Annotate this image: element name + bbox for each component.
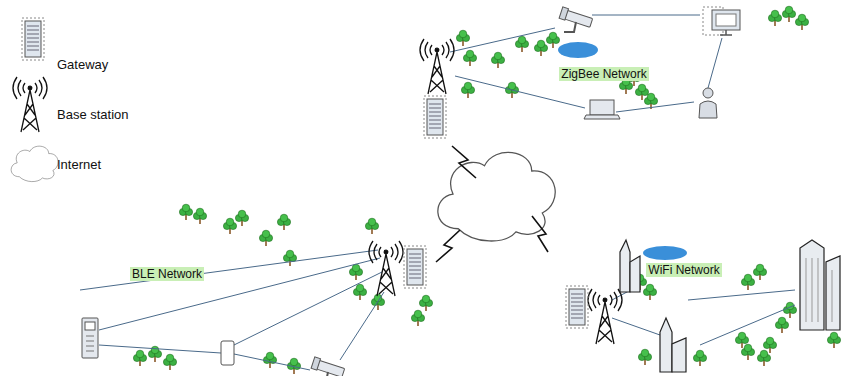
tree-icon <box>768 10 781 26</box>
tree-icon <box>757 350 770 366</box>
legend-item: Gateway <box>55 55 110 73</box>
tree-icon <box>193 208 206 224</box>
tree-icon <box>463 50 476 66</box>
tree-icon <box>827 332 840 348</box>
tree-icon <box>235 210 248 226</box>
region-ellipse <box>75 205 447 373</box>
legend-item: Internet <box>55 155 103 173</box>
tree-icon <box>223 218 236 234</box>
tree-icon <box>782 6 795 22</box>
tree-icon <box>741 344 754 360</box>
tree-icon <box>775 317 788 333</box>
network-label: WiFi Network <box>646 263 721 277</box>
tree-icon <box>753 264 766 280</box>
tree-icon <box>643 284 656 300</box>
tree-icon <box>179 204 192 220</box>
legend-label: Base station <box>55 108 131 122</box>
tree-icon <box>546 32 559 48</box>
tree-icon <box>411 310 424 326</box>
legend-item: Base station <box>55 105 131 123</box>
base-station-icon <box>13 77 47 132</box>
region-ellipse <box>418 2 838 124</box>
network-label: ZigBee Network <box>559 67 648 81</box>
tree-icon <box>163 354 176 370</box>
network-region: WiFi Network <box>570 226 847 376</box>
tree-icon <box>783 302 796 318</box>
wireless-links <box>436 146 548 262</box>
tree-icon <box>461 82 474 98</box>
tree-icon <box>795 14 808 30</box>
network-region: ZigBee Network <box>418 2 838 124</box>
tree-icon <box>419 295 432 311</box>
tree-icon <box>277 214 290 230</box>
tree-icon <box>283 250 296 266</box>
legend-label: Internet <box>55 158 103 172</box>
network-devices <box>80 6 841 376</box>
tree-icon <box>365 218 378 234</box>
network-label: BLE Network <box>130 267 204 281</box>
tree-icon <box>693 350 706 366</box>
tree-icon <box>635 84 648 100</box>
region-ellipse <box>570 226 847 376</box>
gateway-icon <box>22 18 44 60</box>
internet-cloud <box>438 152 555 241</box>
tree-icon <box>456 30 469 46</box>
tree-icon <box>349 264 362 280</box>
network-region: BLE Network <box>75 205 447 373</box>
legend-label: Gateway <box>55 58 110 72</box>
tree-icon <box>515 36 528 52</box>
tree-icon <box>353 284 366 300</box>
internet-icon <box>11 146 58 181</box>
tree-icon <box>638 349 651 365</box>
tree-icon <box>491 52 504 68</box>
tree-icon <box>259 230 272 246</box>
tree-icon <box>741 274 754 290</box>
tree-icon <box>534 40 547 56</box>
tree-icon <box>133 350 146 366</box>
